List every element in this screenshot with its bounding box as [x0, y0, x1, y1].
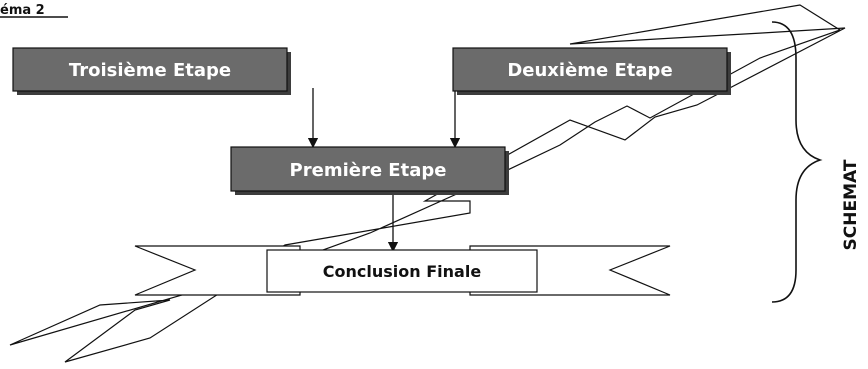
- conclusion-label: Conclusion Finale: [323, 262, 482, 281]
- diagram-caption: éma 2: [0, 3, 45, 18]
- step-third-label: Troisième Etape: [69, 60, 231, 81]
- step-first-label: Première Etape: [290, 160, 447, 181]
- conclusion-box: Conclusion Finale: [266, 249, 538, 293]
- schema-brace: [771, 21, 823, 303]
- zigzag-arrow-shape: [9, 4, 846, 363]
- step-third-box: Troisième Etape: [12, 47, 291, 95]
- step-second-label: Deuxième Etape: [507, 60, 672, 81]
- step-first-box: Première Etape: [230, 146, 509, 195]
- brace-label: SCHEMAT: [841, 159, 861, 250]
- ribbon-left-tail: [134, 245, 301, 296]
- step-second-box: Deuxième Etape: [452, 47, 731, 95]
